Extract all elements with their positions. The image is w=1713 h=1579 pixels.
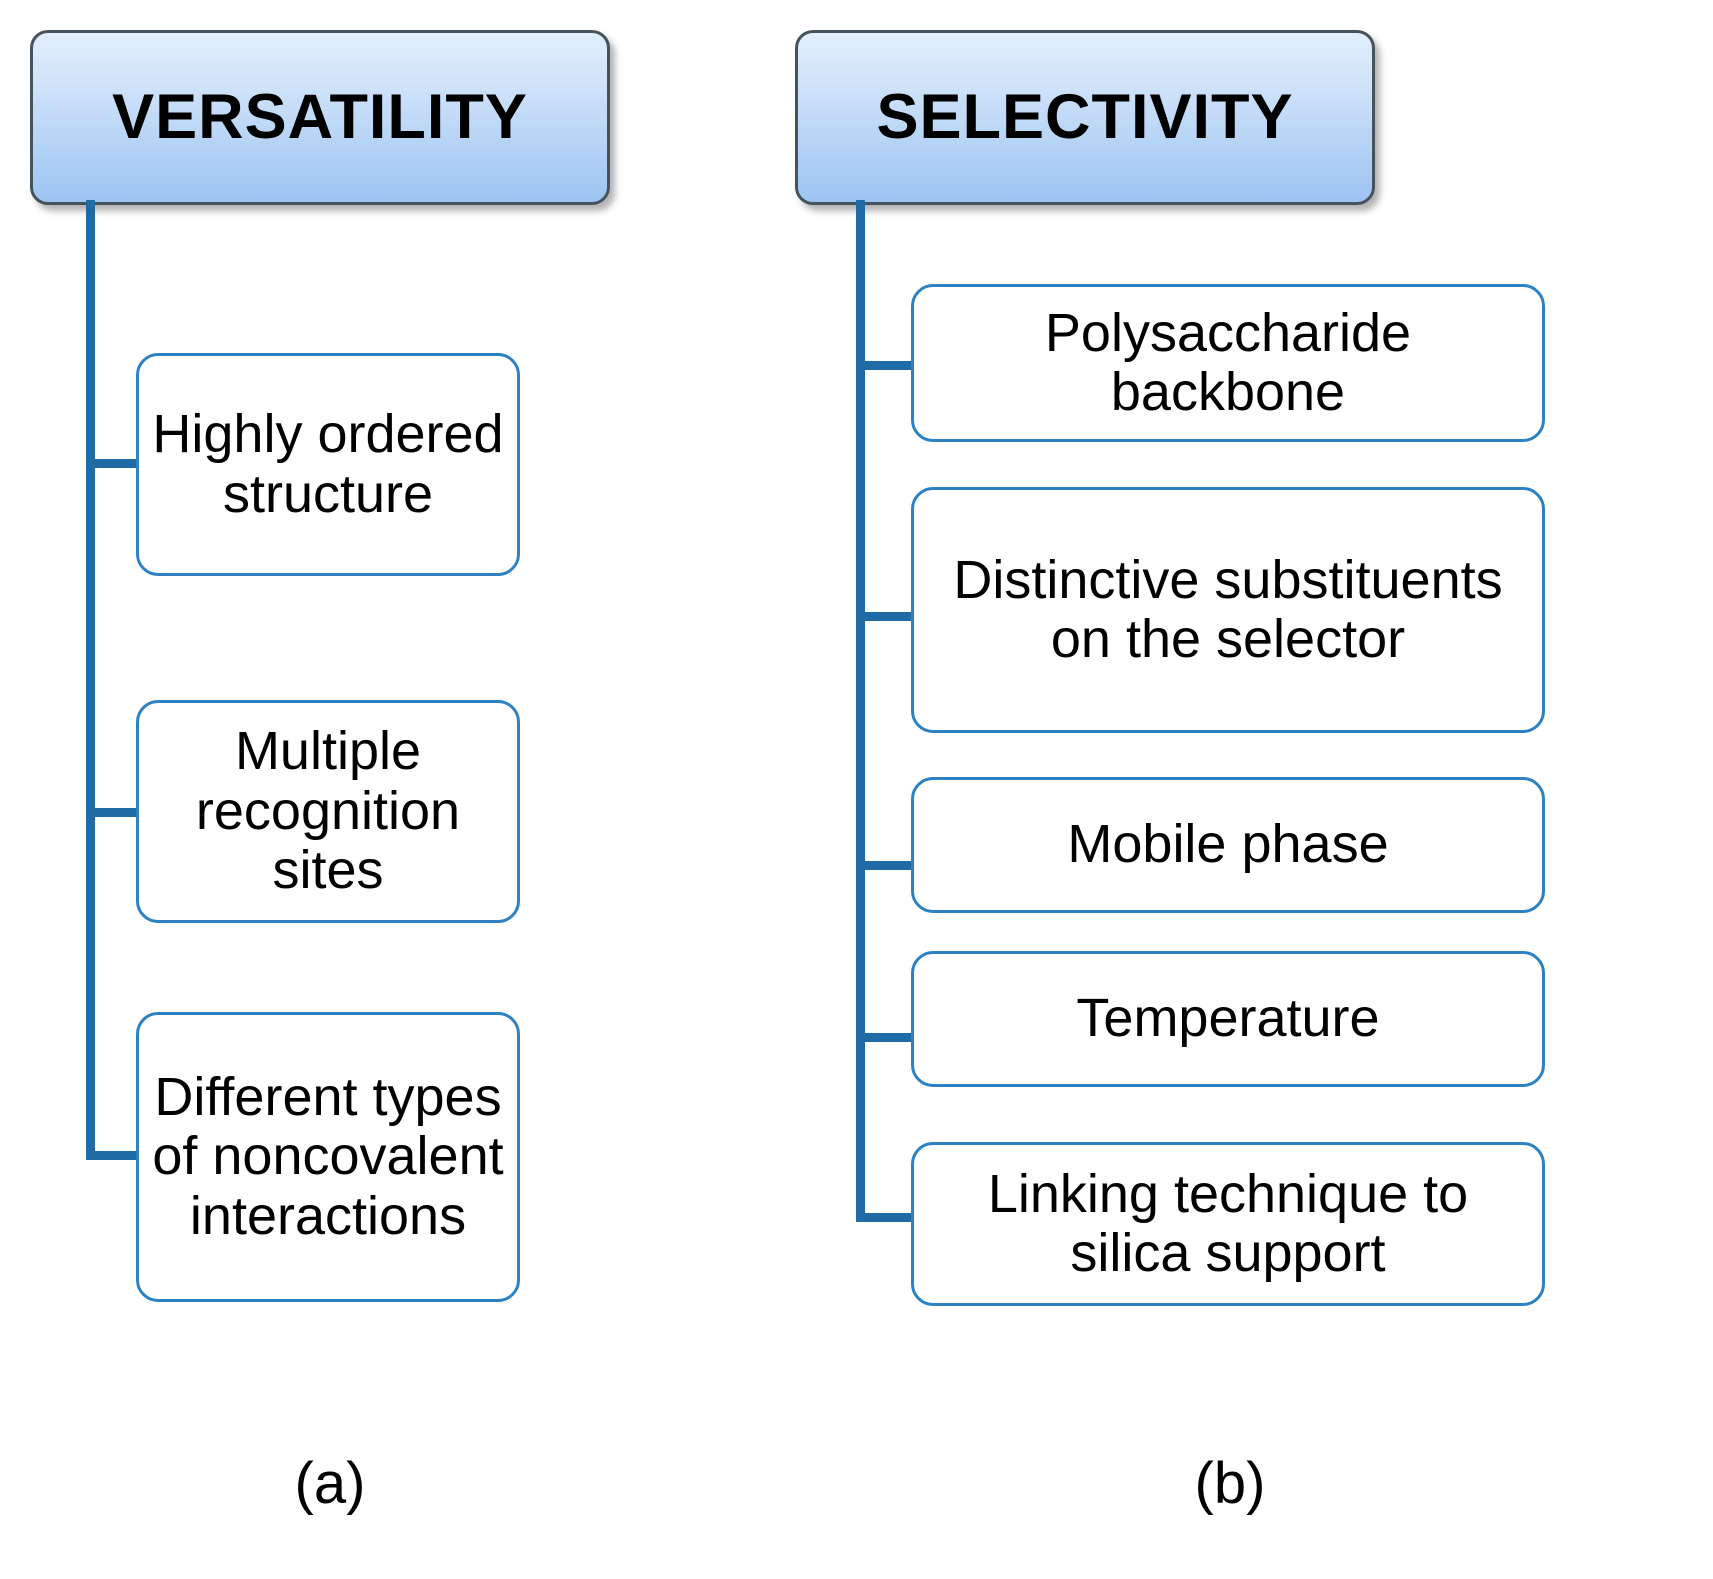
child-label-selectivity-1: Polysaccharide backbone [1044, 302, 1412, 422]
child-label-selectivity-5: Linking technique to silica support [987, 1163, 1469, 1283]
panel-caption-a: (a) [294, 1451, 366, 1516]
root-box-selectivity[interactable]: SELECTIVITY [795, 30, 1375, 205]
connector-trunk-versatility [86, 200, 95, 1160]
connector-trunk-selectivity [856, 200, 865, 1222]
connector-stub-versatility-2 [86, 808, 141, 817]
child-box-selectivity-2[interactable]: Distinctive substituents on the selector [911, 487, 1545, 733]
connector-stub-selectivity-5 [856, 1213, 914, 1222]
connector-stub-selectivity-1 [856, 361, 914, 370]
connector-stub-selectivity-4 [856, 1033, 914, 1042]
panel-caption-b: (b) [1194, 1451, 1266, 1516]
child-label-selectivity-2: Distinctive substituents on the selector [953, 549, 1503, 669]
child-box-versatility-1[interactable]: Highly ordered structure [136, 353, 520, 576]
child-label-versatility-3: Different types of noncovalent interacti… [152, 1066, 504, 1246]
connector-stub-selectivity-3 [856, 861, 914, 870]
root-box-versatility[interactable]: VERSATILITY [30, 30, 610, 205]
connector-stub-versatility-3 [86, 1151, 141, 1160]
child-box-selectivity-4[interactable]: Temperature [911, 951, 1545, 1087]
child-label-versatility-2: Multiple recognition sites [195, 721, 461, 901]
child-label-selectivity-4: Temperature [1076, 988, 1380, 1049]
child-box-selectivity-5[interactable]: Linking technique to silica support [911, 1142, 1545, 1306]
child-box-selectivity-3[interactable]: Mobile phase [911, 777, 1545, 913]
root-label-selectivity: SELECTIVITY [876, 82, 1294, 153]
child-label-selectivity-3: Mobile phase [1067, 814, 1389, 875]
root-label-versatility: VERSATILITY [112, 82, 528, 153]
connector-stub-selectivity-2 [856, 612, 914, 621]
child-box-versatility-3[interactable]: Different types of noncovalent interacti… [136, 1012, 520, 1302]
child-box-versatility-2[interactable]: Multiple recognition sites [136, 700, 520, 923]
connector-stub-versatility-1 [86, 459, 141, 468]
child-box-selectivity-1[interactable]: Polysaccharide backbone [911, 284, 1545, 442]
child-label-versatility-1: Highly ordered structure [152, 404, 504, 524]
